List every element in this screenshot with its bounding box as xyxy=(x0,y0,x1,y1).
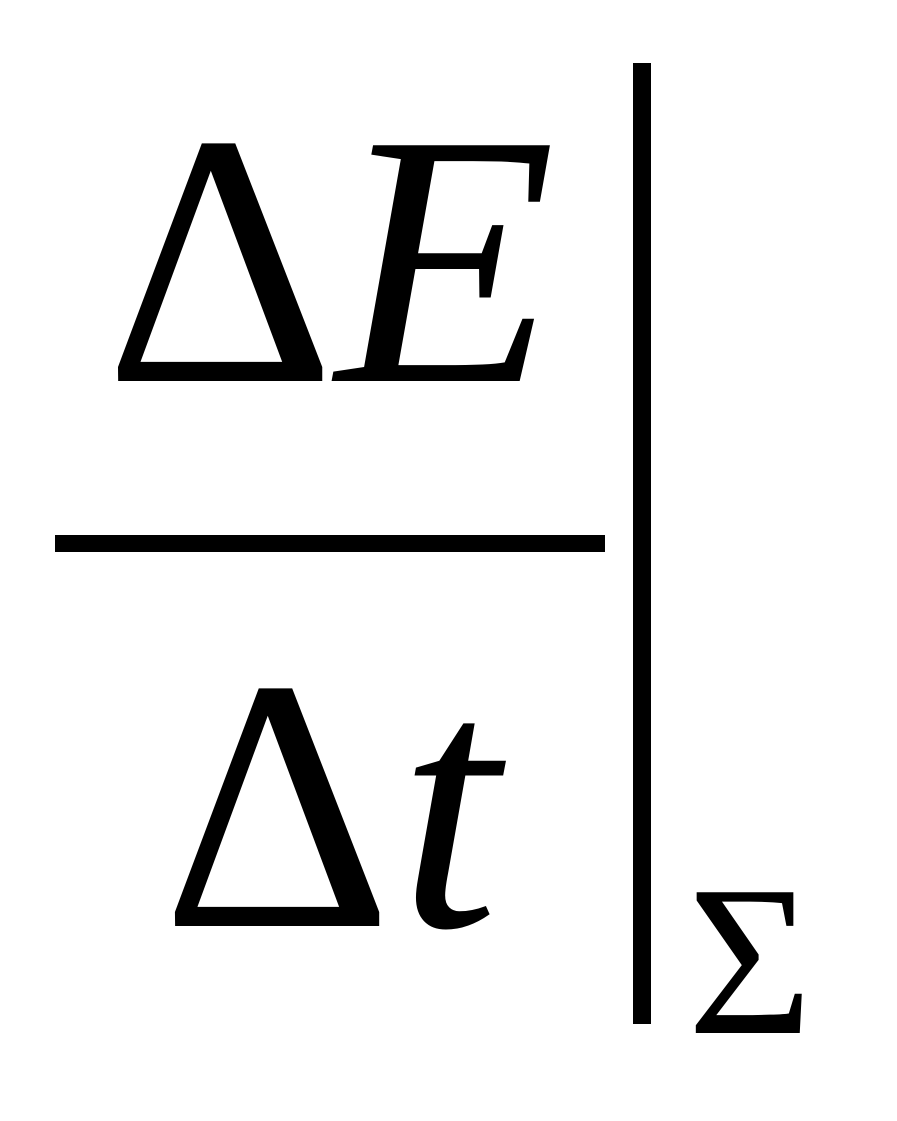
time-variable: t xyxy=(398,605,499,1004)
energy-variable: E xyxy=(335,60,556,459)
sigma-subscript: Σ xyxy=(687,840,813,1080)
fraction-bar xyxy=(55,535,605,552)
evaluation-bar xyxy=(633,63,651,1024)
numerator-delta-symbol: Δ xyxy=(104,60,336,459)
denominator-delta-symbol: Δ xyxy=(161,605,393,1004)
